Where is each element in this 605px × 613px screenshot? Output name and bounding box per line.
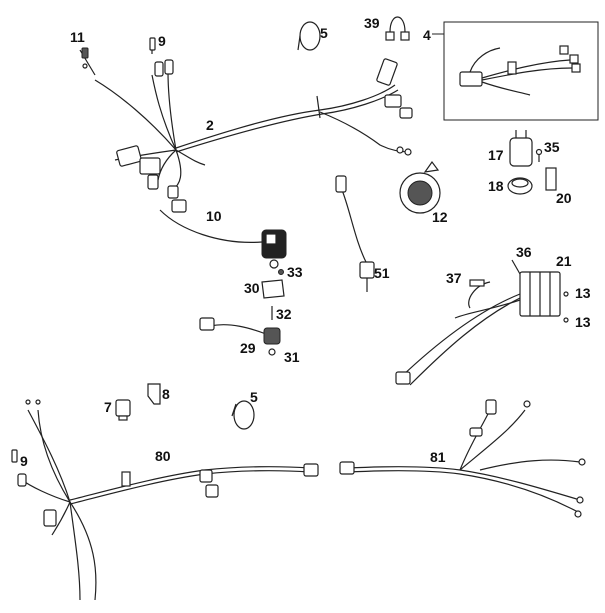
callout-9-top: 9 <box>158 33 166 49</box>
wiring-harness-81 <box>339 399 586 518</box>
regulator-21 <box>395 259 569 386</box>
cover-30 <box>261 269 285 299</box>
jumper-39 <box>385 16 410 41</box>
callout-12: 12 <box>432 209 448 225</box>
callout-39: 39 <box>364 15 380 31</box>
callout-35: 35 <box>544 139 560 155</box>
relay-7 <box>115 399 131 421</box>
callout-17: 17 <box>488 147 504 163</box>
callout-13-top: 13 <box>575 285 591 301</box>
wiring-harness-80 <box>11 399 319 601</box>
cable-tie-5-top <box>297 21 321 51</box>
callout-5-top: 5 <box>320 25 328 41</box>
sensor-51 <box>335 175 375 292</box>
capacitor-17 <box>509 130 533 167</box>
callout-20: 20 <box>556 190 572 206</box>
callout-4: 4 <box>423 27 431 43</box>
connector-11 <box>79 47 96 76</box>
ring-18 <box>507 177 533 195</box>
callout-11: 11 <box>70 29 85 45</box>
callout-21: 21 <box>556 253 572 269</box>
callout-32: 32 <box>276 306 292 322</box>
callout-9-bottom: 9 <box>20 453 28 469</box>
callout-2: 2 <box>206 117 214 133</box>
switch-29 <box>199 306 281 356</box>
callout-37: 37 <box>446 270 462 286</box>
callout-18: 18 <box>488 178 504 194</box>
callout-33: 33 <box>287 264 303 280</box>
main-wiring-harness <box>94 58 413 199</box>
callout-80: 80 <box>155 448 171 464</box>
callout-10: 10 <box>206 208 222 224</box>
callout-51: 51 <box>374 265 390 281</box>
switch-10 <box>159 199 287 269</box>
callout-29: 29 <box>240 340 256 356</box>
callout-31: 31 <box>284 349 300 365</box>
callout-8: 8 <box>162 386 170 402</box>
sub-harness-4-box <box>432 21 599 121</box>
terminal-9-top <box>149 37 156 54</box>
bracket-8 <box>147 383 161 405</box>
callout-81: 81 <box>430 449 446 465</box>
horn-12 <box>399 160 441 214</box>
bracket-20-screw-35 <box>535 148 557 191</box>
cable-tie-5-lower <box>231 400 255 430</box>
callout-30: 30 <box>244 280 260 296</box>
callout-13-bottom: 13 <box>575 314 591 330</box>
callout-36: 36 <box>516 244 532 260</box>
callout-7: 7 <box>104 399 112 415</box>
callout-5-lower: 5 <box>250 389 258 405</box>
